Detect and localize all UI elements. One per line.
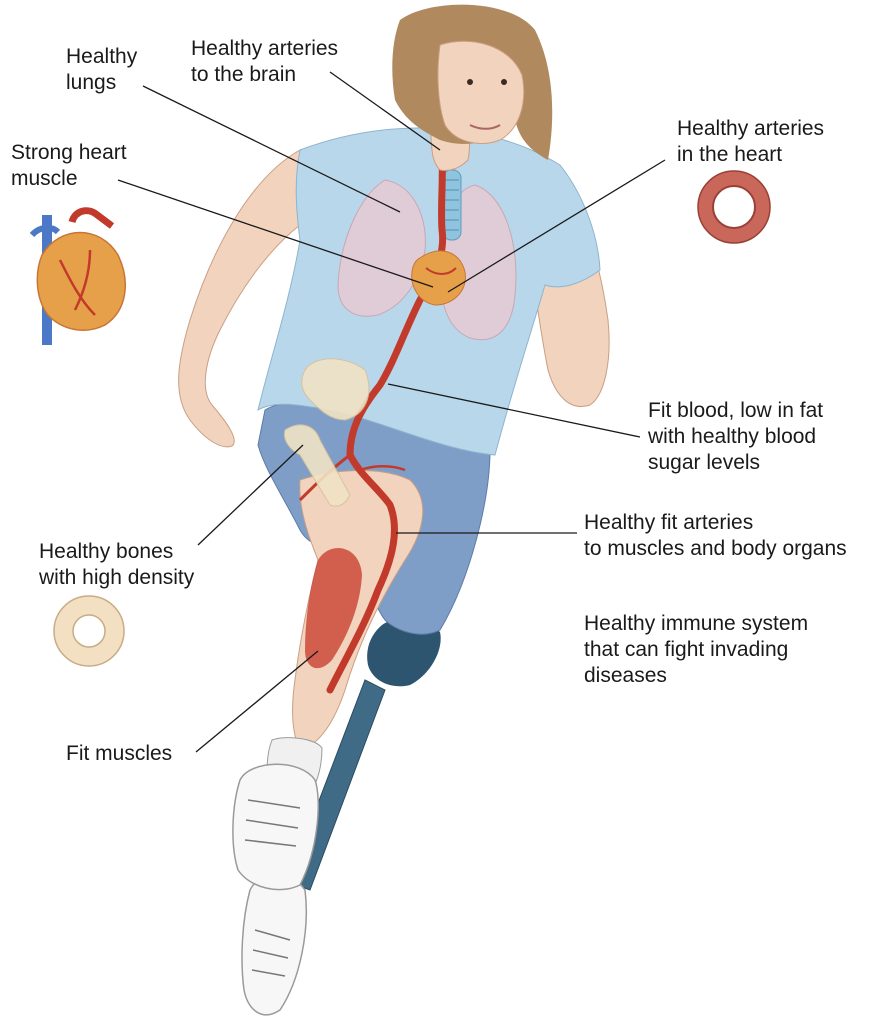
label-immune-system: Healthy immune system that can fight inv… xyxy=(584,611,808,689)
label-healthy-bones: Healthy bones with high density xyxy=(39,539,194,591)
trachea xyxy=(443,170,461,240)
label-arteries-heart: Healthy arteries in the heart xyxy=(677,116,824,168)
label-strong-heart: Strong heart muscle xyxy=(11,140,127,192)
artery-cross-section-icon xyxy=(698,171,770,243)
bone-cross-section-icon xyxy=(54,596,124,666)
anatomical-heart-icon xyxy=(32,211,125,345)
label-healthy-lungs: Healthy lungs xyxy=(66,44,137,96)
label-fit-blood: Fit blood, low in fat with healthy blood… xyxy=(648,398,823,476)
label-fit-muscles: Fit muscles xyxy=(66,741,172,767)
label-fit-arteries: Healthy fit arteries to muscles and body… xyxy=(584,510,847,562)
label-arteries-brain: Healthy arteries to the brain xyxy=(191,36,338,88)
